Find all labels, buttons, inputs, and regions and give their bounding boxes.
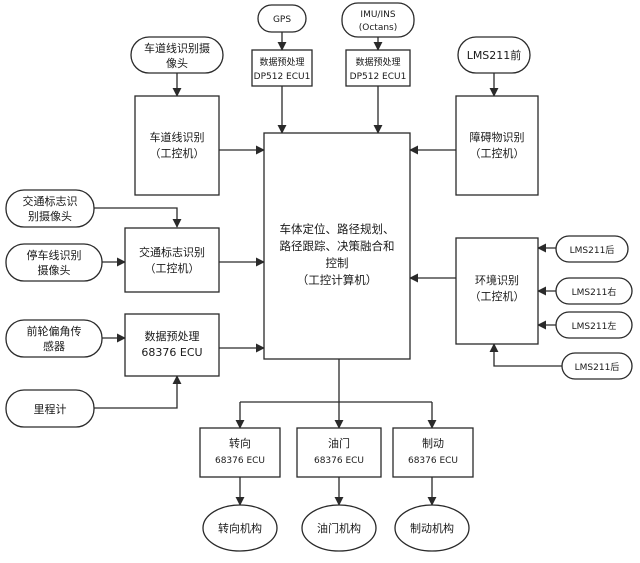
svg-text:交通标志识: 交通标志识 xyxy=(23,194,78,208)
lane-camera-node: 车道线识别摄 像头 xyxy=(130,36,224,74)
svg-text:68376 ECU: 68376 ECU xyxy=(141,346,202,359)
preprocess-ecu-68376-node: 数据预处理 68376 ECU xyxy=(124,313,220,377)
lms211-left-node: LMS211左 xyxy=(555,311,633,339)
svg-text:停车线识别: 停车线识别 xyxy=(27,248,82,262)
svg-text:前轮偏角传: 前轮偏角传 xyxy=(27,324,82,338)
obstacle-recognition-node: 障碍物识别 （工控机） xyxy=(455,95,539,196)
svg-text:（工控机）: （工控机） xyxy=(470,289,525,303)
svg-text:LMS211后: LMS211后 xyxy=(575,362,620,373)
svg-text:油门: 油门 xyxy=(328,436,350,450)
steering-ecu-node: 转向 68376 ECU xyxy=(199,427,281,478)
svg-text:制动机构: 制动机构 xyxy=(410,521,454,535)
svg-text:(Octans): (Octans) xyxy=(359,23,398,33)
lms211-rear-top-node: LMS211后 xyxy=(555,235,629,263)
svg-text:里程计: 里程计 xyxy=(34,403,67,416)
throttle-mechanism-node: 油门机构 xyxy=(301,504,377,552)
svg-text:（工控机）: （工控机） xyxy=(150,146,205,160)
wheel-angle-sensor-node: 前轮偏角传 感器 xyxy=(5,319,103,358)
svg-text:（工控机）: （工控机） xyxy=(470,146,525,160)
preprocess-ecu-imu-node: 数据预处理 DP512 ECU1 xyxy=(345,49,411,87)
svg-text:68376 ECU: 68376 ECU xyxy=(408,456,458,466)
svg-text:LMS211左: LMS211左 xyxy=(572,320,617,332)
svg-text:车体定位、路径规划、: 车体定位、路径规划、 xyxy=(280,222,395,236)
svg-text:像头: 像头 xyxy=(166,57,188,70)
svg-text:车道线识别摄: 车道线识别摄 xyxy=(144,41,210,55)
steering-mechanism-node: 转向机构 xyxy=(202,504,278,552)
imu-ins-sensor-node: IMU/INS (Octans) xyxy=(341,2,415,38)
lms211-rear-node: LMS211后 xyxy=(561,352,633,380)
traffic-sign-recognition-node: 交通标志识别 （工控机） xyxy=(124,227,220,293)
svg-text:数据预处理: 数据预处理 xyxy=(259,56,304,68)
svg-text:控制: 控制 xyxy=(326,256,349,270)
svg-text:转向机构: 转向机构 xyxy=(218,521,262,535)
odometer-node: 里程计 xyxy=(5,389,95,428)
gps-sensor-node: GPS xyxy=(257,4,307,33)
connectors xyxy=(94,32,562,506)
svg-text:（工控机）: （工控机） xyxy=(145,261,200,275)
svg-text:交通标志识别: 交通标志识别 xyxy=(139,245,205,259)
svg-text:路径跟踪、决策融合和: 路径跟踪、决策融合和 xyxy=(280,239,395,253)
svg-text:DP512 ECU1: DP512 ECU1 xyxy=(350,72,407,82)
svg-text:转向: 转向 xyxy=(229,436,251,450)
svg-text:摄像头: 摄像头 xyxy=(38,263,71,277)
svg-text:LMS211前: LMS211前 xyxy=(467,48,522,62)
svg-text:IMU/INS: IMU/INS xyxy=(360,10,395,20)
brake-ecu-node: 制动 68376 ECU xyxy=(392,427,474,478)
lane-recognition-node: 车道线识别 （工控机） xyxy=(134,95,220,196)
main-control-computer-node: 车体定位、路径规划、 路径跟踪、决策融合和 控制 （工控计算机） xyxy=(263,132,411,360)
svg-text:别摄像头: 别摄像头 xyxy=(28,209,72,223)
throttle-ecu-node: 油门 68376 ECU xyxy=(296,427,382,478)
svg-text:68376 ECU: 68376 ECU xyxy=(314,456,364,466)
svg-text:障碍物识别: 障碍物识别 xyxy=(470,130,525,144)
traffic-sign-camera-node: 交通标志识 别摄像头 xyxy=(5,189,95,228)
svg-text:油门机构: 油门机构 xyxy=(317,521,361,535)
preprocess-ecu-gps-node: 数据预处理 DP512 ECU1 xyxy=(251,49,313,87)
svg-text:DP512 ECU1: DP512 ECU1 xyxy=(254,72,311,82)
environment-recognition-node: 环境识别 （工控机） xyxy=(455,237,539,345)
lms211-front-node: LMS211前 xyxy=(457,36,531,74)
svg-text:制动: 制动 xyxy=(422,437,444,450)
svg-text:GPS: GPS xyxy=(273,15,291,25)
svg-text:数据预处理: 数据预处理 xyxy=(355,56,400,68)
svg-text:68376 ECU: 68376 ECU xyxy=(215,456,265,466)
svg-text:数据预处理: 数据预处理 xyxy=(145,329,200,343)
svg-text:LMS211右: LMS211右 xyxy=(572,286,617,298)
svg-text:车道线识别: 车道线识别 xyxy=(150,130,205,144)
lms211-right-node: LMS211右 xyxy=(555,277,633,305)
svg-text:环境识别: 环境识别 xyxy=(475,273,519,287)
brake-mechanism-node: 制动机构 xyxy=(394,504,470,552)
svg-text:LMS211后: LMS211后 xyxy=(570,245,615,256)
stop-line-camera-node: 停车线识别 摄像头 xyxy=(5,243,103,282)
svg-text:（工控计算机）: （工控计算机） xyxy=(297,273,378,287)
svg-text:感器: 感器 xyxy=(43,340,65,353)
